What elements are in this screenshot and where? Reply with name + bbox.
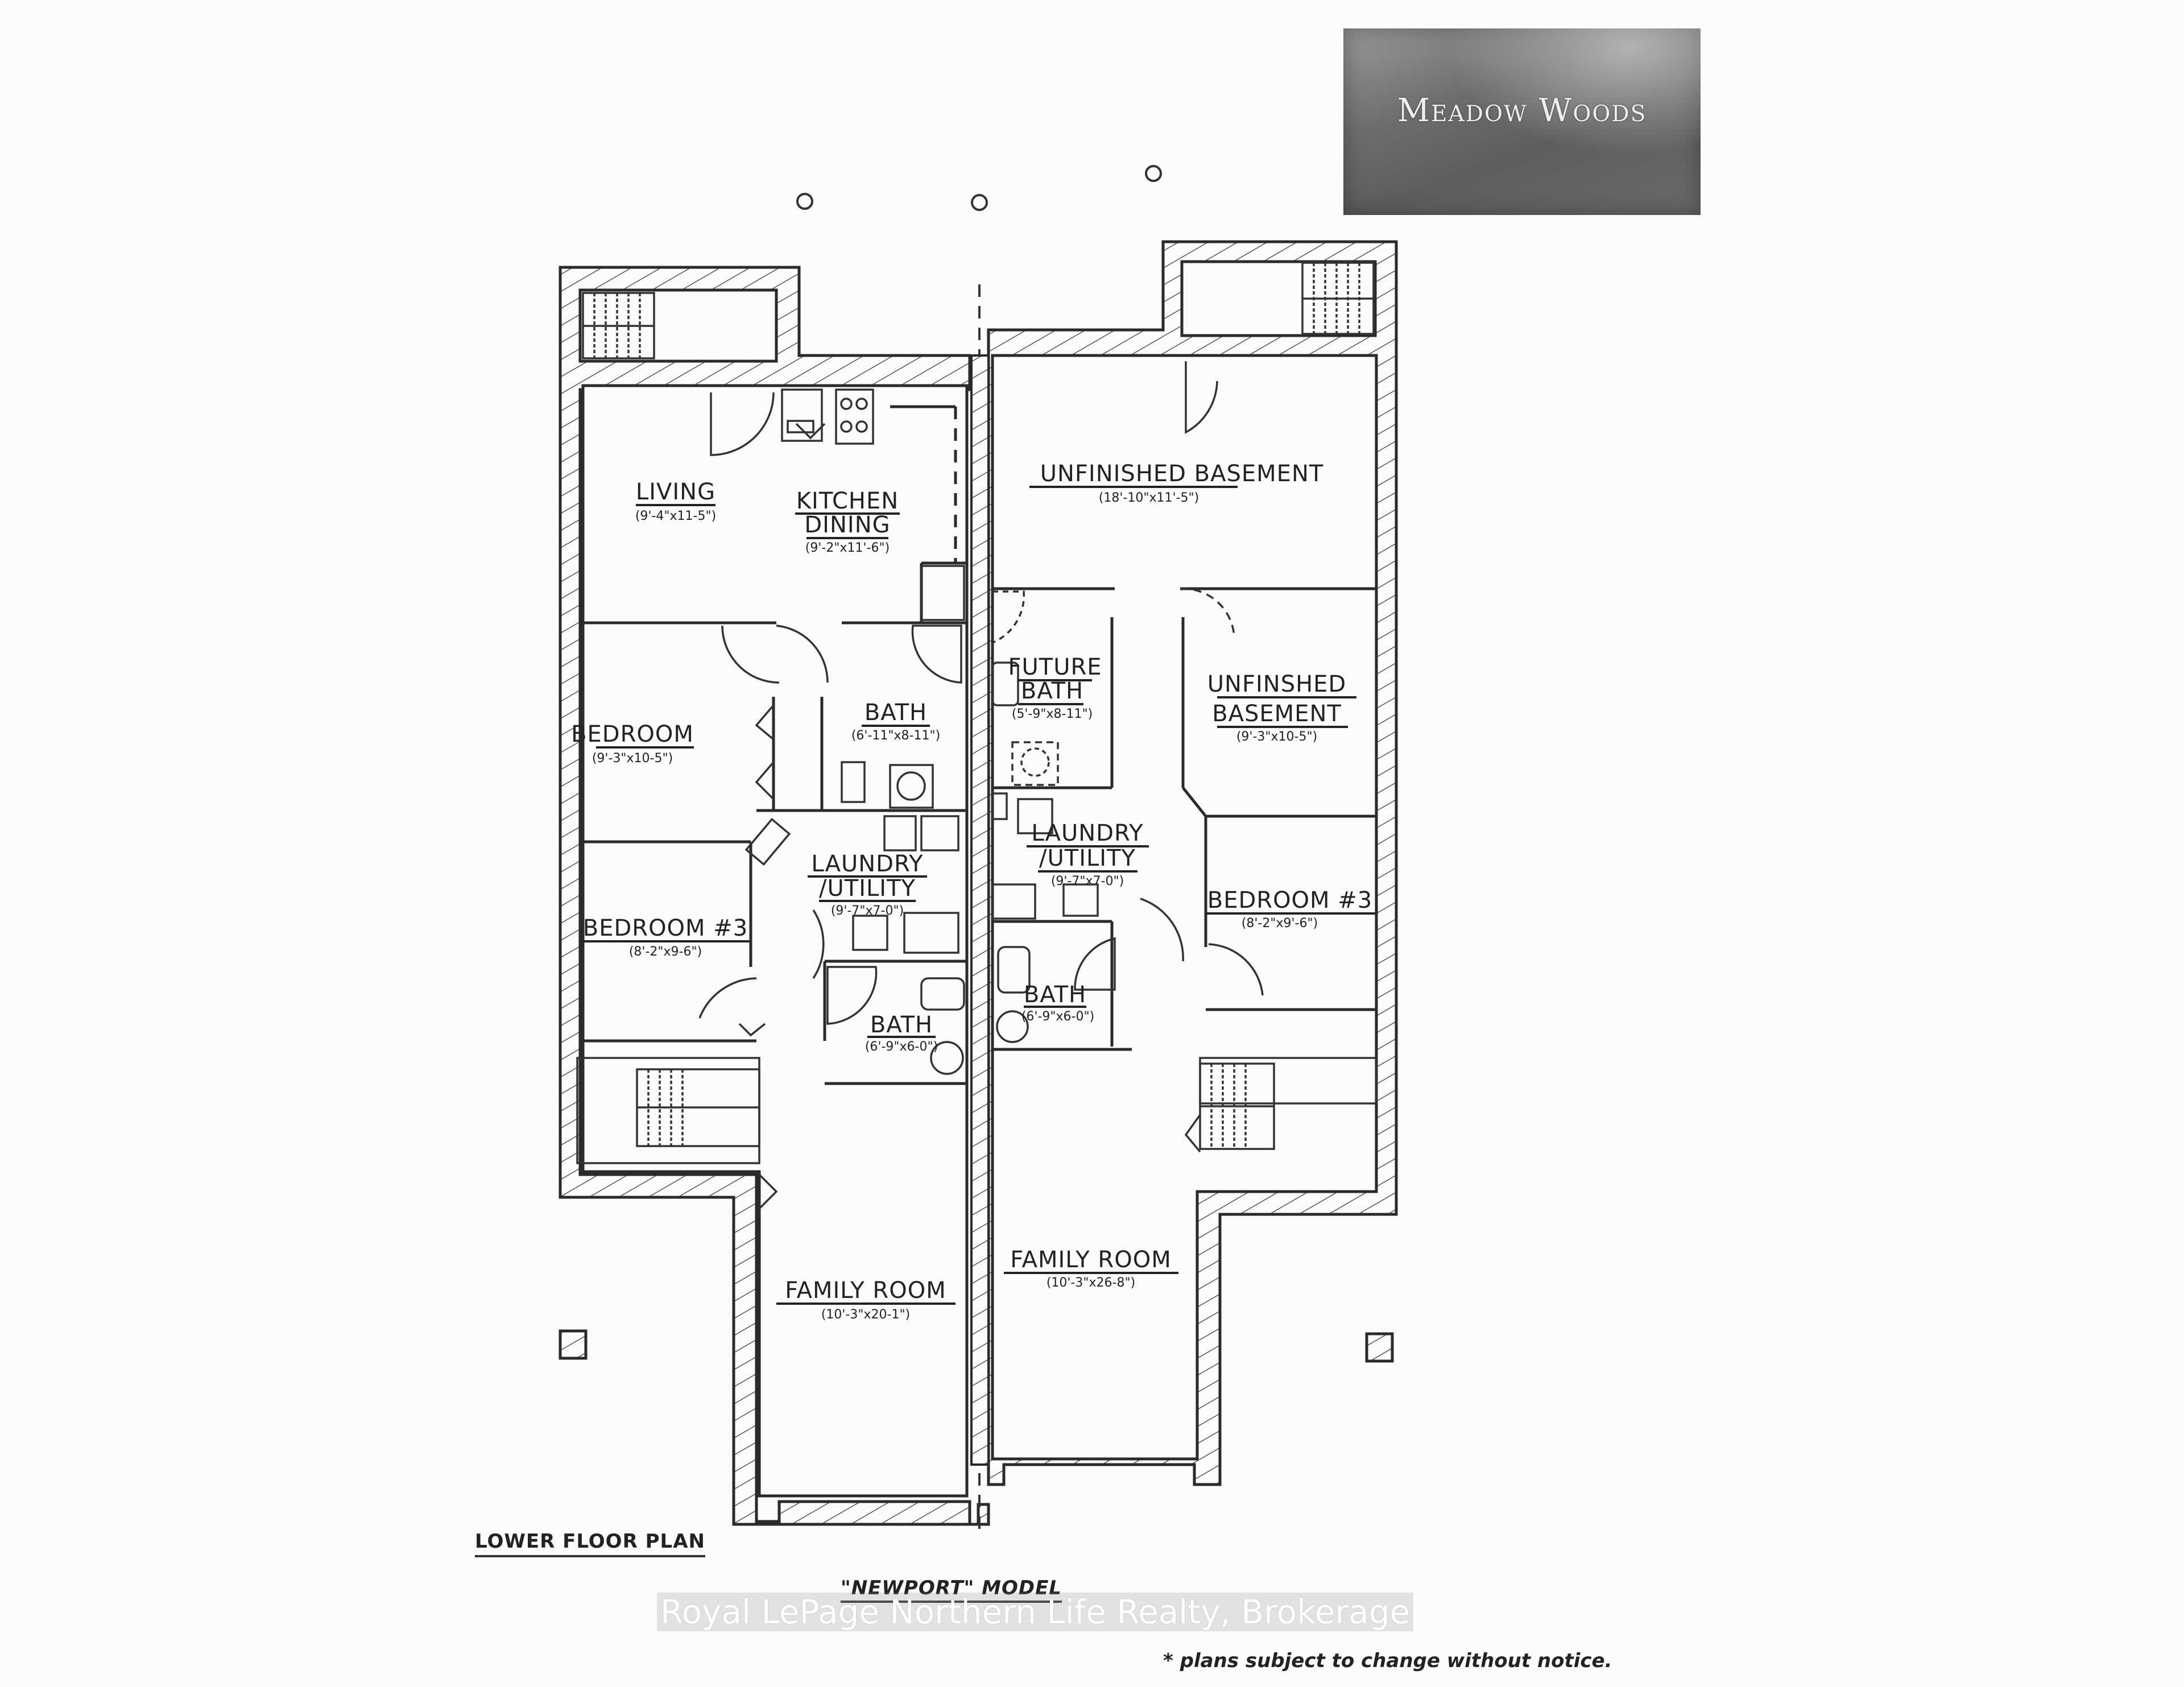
room-label-family-right: FAMILY ROOM (10'-3"x26-8") bbox=[1004, 1247, 1178, 1290]
room-label-bath-right: BATH (6'-9"x6-0") bbox=[1021, 982, 1094, 1024]
room-label-laundry-right: LAUNDRY /UTILITY (9'-7"x7-0") bbox=[1027, 820, 1149, 888]
room-label-kitchen-dining: KITCHEN DINING (9'-2"x11'-6") bbox=[795, 488, 900, 555]
meadow-woods-logo: Meadow Woods bbox=[1343, 28, 1701, 215]
svg-text:FAMILY ROOM: FAMILY ROOM bbox=[785, 1277, 946, 1304]
kitchen-sink bbox=[781, 388, 823, 442]
svg-text:BATH: BATH bbox=[864, 700, 927, 726]
room-label-bedroom: BEDROOM (9'-3"x10-5") bbox=[571, 721, 694, 766]
right-bath-fixtures bbox=[991, 590, 1116, 1043]
room-label-bath-2: BATH (6'-9"x6-0") bbox=[865, 1012, 938, 1054]
room-label-bedroom3: BEDROOM #3 (8'-2"x9-6") bbox=[580, 915, 750, 959]
svg-text:(8'-2"x9-6"): (8'-2"x9-6") bbox=[629, 945, 702, 959]
svg-text:LAUNDRY: LAUNDRY bbox=[1031, 820, 1143, 846]
model-name: "NEWPORT" MODEL bbox=[841, 1577, 1062, 1603]
stairs-lower-left bbox=[576, 1057, 760, 1164]
svg-text:(9'-4"x11-5"): (9'-4"x11-5") bbox=[635, 509, 716, 523]
svg-text:/UTILITY: /UTILITY bbox=[819, 875, 916, 902]
svg-text:KITCHEN: KITCHEN bbox=[796, 488, 899, 514]
svg-text:UNFINSHED: UNFINSHED bbox=[1207, 671, 1346, 697]
svg-text:(9'-3"x10-5"): (9'-3"x10-5") bbox=[592, 751, 673, 766]
svg-text:FUTURE: FUTURE bbox=[1008, 654, 1102, 680]
stove bbox=[835, 388, 874, 445]
left-unit-walls bbox=[559, 266, 990, 1526]
svg-text:DINING: DINING bbox=[804, 512, 890, 538]
svg-text:(6'-9"x6-0"): (6'-9"x6-0") bbox=[865, 1040, 938, 1054]
closet-doors bbox=[738, 423, 1201, 1210]
svg-text:BATH: BATH bbox=[870, 1012, 933, 1038]
room-label-laundry: LAUNDRY /UTILITY (9'-7"x7-0") bbox=[808, 851, 927, 918]
stairs-lower-right bbox=[1199, 1057, 1378, 1150]
party-wall bbox=[970, 354, 990, 1466]
room-label-future-bath: FUTURE BATH (5'-9"x8-11") bbox=[1008, 654, 1102, 721]
site-markers bbox=[559, 165, 1394, 1363]
interior-floors bbox=[581, 354, 1378, 1498]
plan-title: LOWER FLOOR PLAN bbox=[475, 1530, 705, 1557]
svg-text:(9'-7"x7-0"): (9'-7"x7-0") bbox=[831, 904, 904, 918]
disclaimer: * plans subject to change without notice… bbox=[1163, 1649, 1612, 1672]
room-label-bedroom3-right: BEDROOM #3 (8'-2"x9'-6") bbox=[1207, 887, 1375, 931]
svg-text:LIVING: LIVING bbox=[636, 479, 715, 505]
svg-text:LAUNDRY: LAUNDRY bbox=[811, 851, 923, 877]
room-label-unfinished-2: UNFINSHED BASEMENT (9'-3"x10-5") bbox=[1207, 671, 1356, 744]
svg-text:(9'-2"x11'-6"): (9'-2"x11'-6") bbox=[805, 541, 890, 555]
svg-text:BEDROOM #3: BEDROOM #3 bbox=[583, 915, 748, 941]
svg-text:(9'-3"x10-5"): (9'-3"x10-5") bbox=[1236, 730, 1317, 744]
logo-background bbox=[1343, 28, 1701, 215]
brokerage-watermark: Royal LePage Northern Life Realty, Broke… bbox=[657, 1593, 1414, 1631]
svg-text:(10'-3"x26-8"): (10'-3"x26-8") bbox=[1046, 1276, 1135, 1290]
svg-text:BASEMENT: BASEMENT bbox=[1212, 701, 1342, 727]
right-partitions bbox=[992, 587, 1376, 1051]
room-label-unfinished-basement: UNFINISHED BASEMENT (18'-10"x11'-5") bbox=[1029, 461, 1323, 505]
svg-text:BEDROOM: BEDROOM bbox=[571, 721, 694, 747]
svg-text:BATH: BATH bbox=[1021, 678, 1083, 704]
svg-text:(6'-9"x6-0"): (6'-9"x6-0") bbox=[1021, 1010, 1094, 1024]
svg-text:UNFINISHED BASEMENT: UNFINISHED BASEMENT bbox=[1040, 461, 1324, 487]
svg-text:/UTILITY: /UTILITY bbox=[1039, 845, 1136, 871]
svg-text:(9'-7"x7-0"): (9'-7"x7-0") bbox=[1051, 874, 1124, 888]
svg-text:(8'-2"x9'-6"): (8'-2"x9'-6") bbox=[1242, 916, 1318, 931]
left-partitions bbox=[583, 405, 967, 1085]
svg-text:(18'-10"x11'-5"): (18'-10"x11'-5") bbox=[1099, 491, 1199, 505]
room-label-family-left: FAMILY ROOM (10'-3"x20-1") bbox=[776, 1277, 956, 1322]
fridge bbox=[920, 565, 965, 621]
svg-text:(5'-9"x8-11"): (5'-9"x8-11") bbox=[1012, 707, 1093, 721]
svg-text:(6'-11"x8-11"): (6'-11"x8-11") bbox=[851, 729, 940, 743]
community-name: Meadow Woods bbox=[1397, 92, 1647, 129]
svg-text:(10'-3"x20-1"): (10'-3"x20-1") bbox=[821, 1308, 910, 1322]
left-bath-fixtures bbox=[826, 625, 965, 1075]
svg-text:FAMILY ROOM: FAMILY ROOM bbox=[1010, 1247, 1171, 1273]
svg-text:BATH: BATH bbox=[1024, 982, 1086, 1008]
room-label-living: LIVING (9'-4"x11-5") bbox=[635, 479, 716, 523]
svg-text:BEDROOM #3: BEDROOM #3 bbox=[1207, 887, 1372, 913]
stairs-top-left bbox=[582, 292, 655, 359]
left-laundry-fixtures bbox=[744, 815, 959, 954]
room-label-bath: BATH (6'-11"x8-11") bbox=[851, 700, 940, 743]
doors bbox=[698, 361, 1264, 1019]
stairs-top-right bbox=[1301, 262, 1375, 335]
